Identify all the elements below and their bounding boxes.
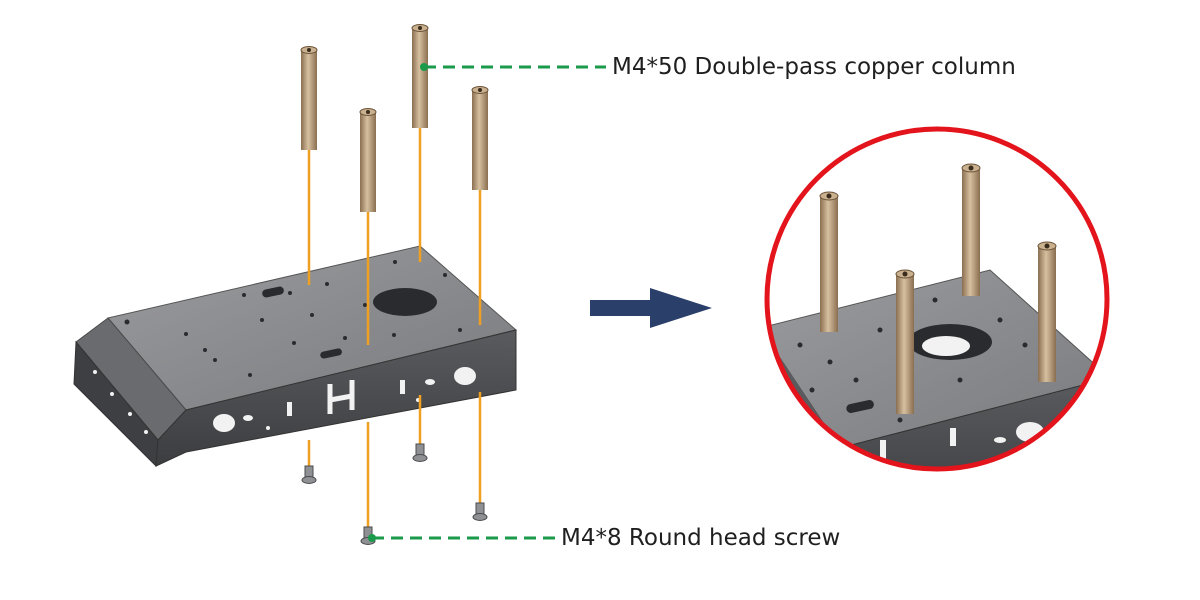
copper-column <box>472 90 488 190</box>
right-arrow-icon <box>590 288 712 328</box>
guide-lines <box>307 128 482 528</box>
copper-column <box>301 50 317 150</box>
copper-columns <box>300 24 489 212</box>
round-head-screw <box>472 502 488 521</box>
exploded-assembly <box>73 24 606 545</box>
copper-column <box>412 28 428 128</box>
round-head-screws <box>301 443 488 545</box>
column-callout-label: M4*50 Double-pass copper column <box>612 54 1016 80</box>
callout-lines <box>368 63 606 542</box>
copper-column <box>360 112 376 212</box>
plate-front-cutouts <box>93 367 476 434</box>
plate-holes <box>124 260 462 377</box>
zoom-detail <box>764 126 1110 472</box>
round-head-screw <box>412 443 428 462</box>
zoom-circle-outline <box>764 126 1110 472</box>
screw-callout-label: M4*8 Round head screw <box>561 525 841 551</box>
round-head-screw <box>301 465 317 484</box>
